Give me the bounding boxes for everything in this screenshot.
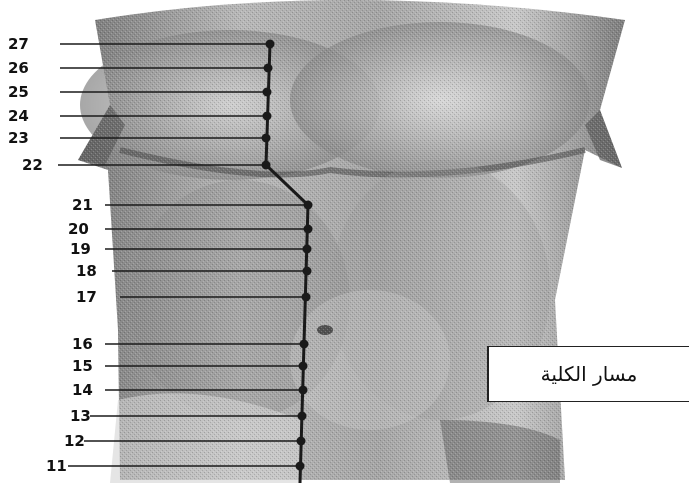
point-label-21: 21 xyxy=(72,196,93,214)
acupoint-21 xyxy=(304,201,313,210)
point-label-17: 17 xyxy=(76,288,97,306)
acupoint-23 xyxy=(262,134,271,143)
point-label-20: 20 xyxy=(68,220,89,238)
acupoint-27 xyxy=(266,40,275,49)
point-label-18: 18 xyxy=(76,262,97,280)
point-label-26: 26 xyxy=(8,59,29,77)
acupoint-15 xyxy=(299,362,308,371)
point-label-15: 15 xyxy=(72,357,93,375)
point-label-11: 11 xyxy=(46,457,67,475)
point-label-22: 22 xyxy=(22,156,43,174)
acupoint-18 xyxy=(303,267,312,276)
caption-box: مسار الكلية xyxy=(487,346,689,402)
acupoint-26 xyxy=(264,64,273,73)
acupoint-16 xyxy=(300,340,309,349)
acupoint-17 xyxy=(302,293,311,302)
acupoint-13 xyxy=(298,412,307,421)
acupoint-14 xyxy=(299,386,308,395)
point-label-16: 16 xyxy=(72,335,93,353)
torso-body xyxy=(78,0,625,483)
acupoint-24 xyxy=(263,112,272,121)
point-label-19: 19 xyxy=(70,240,91,258)
point-label-24: 24 xyxy=(8,107,29,125)
point-label-12: 12 xyxy=(64,432,85,450)
acupoint-11 xyxy=(296,462,305,471)
point-label-25: 25 xyxy=(8,83,29,101)
acupoint-12 xyxy=(297,437,306,446)
acupoint-25 xyxy=(263,88,272,97)
point-label-23: 23 xyxy=(8,129,29,147)
point-label-14: 14 xyxy=(72,381,93,399)
caption-label: مسار الكلية xyxy=(541,362,638,386)
point-label-27: 27 xyxy=(8,35,29,53)
acupoint-22 xyxy=(262,161,271,170)
acupoint-19 xyxy=(303,245,312,254)
point-label-13: 13 xyxy=(70,407,91,425)
acupoint-20 xyxy=(304,225,313,234)
